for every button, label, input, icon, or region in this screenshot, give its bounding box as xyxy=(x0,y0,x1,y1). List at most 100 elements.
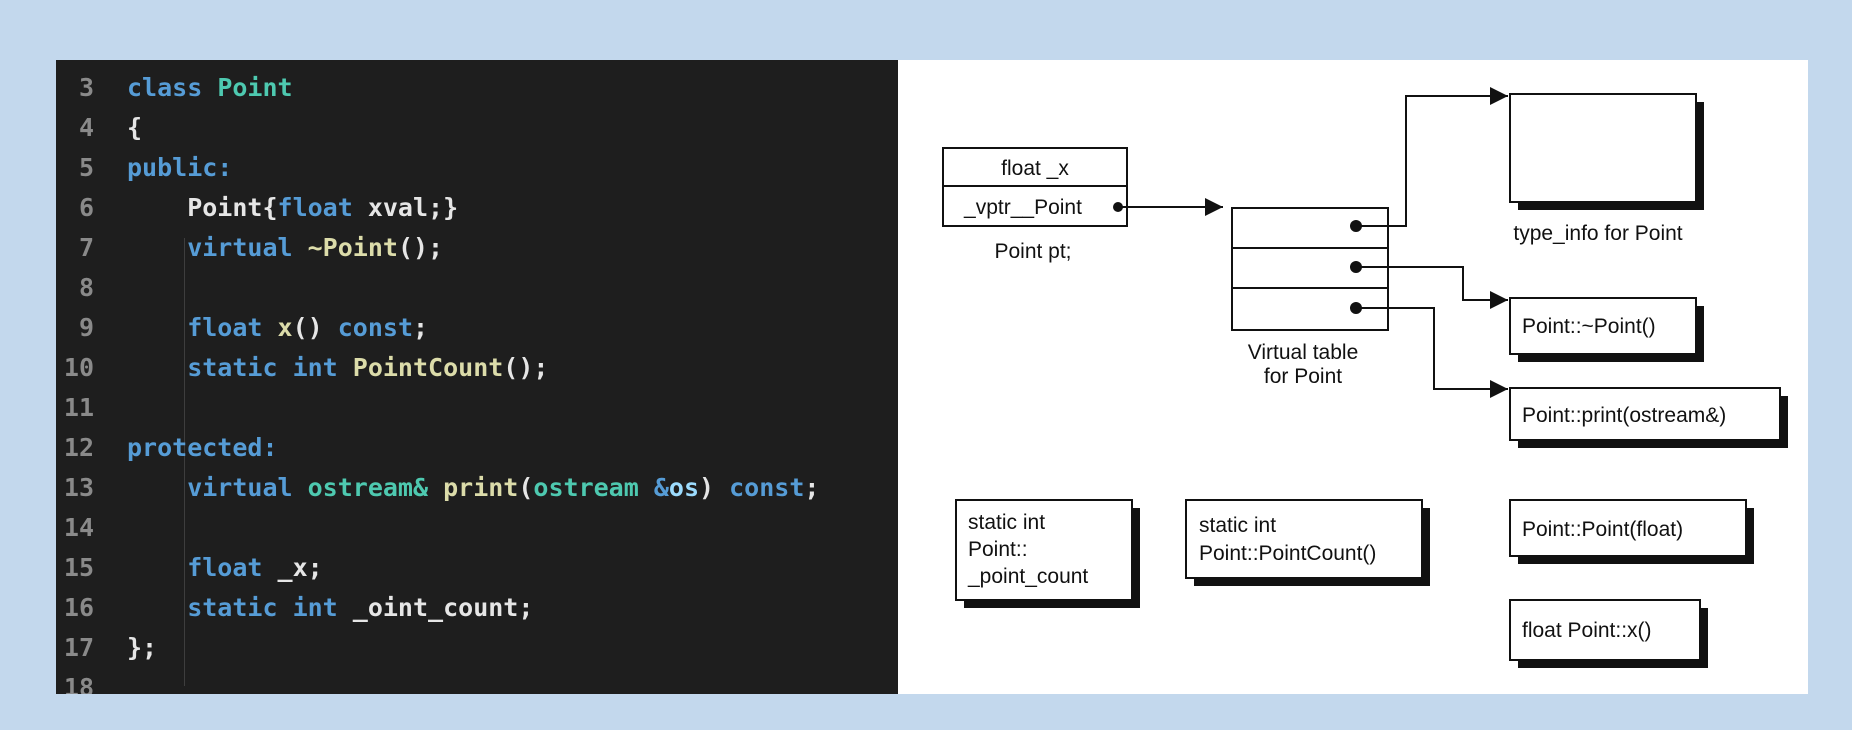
svg-text:static int: static int xyxy=(1199,514,1276,537)
code-line: 9 float x() const; xyxy=(56,308,898,348)
field-vptr: _vptr__Point xyxy=(963,196,1082,219)
code-line: 3 class Point xyxy=(56,68,898,108)
x-box: float Point::x() xyxy=(1509,599,1708,668)
code-token: & xyxy=(653,473,669,502)
svg-text:Point::Point(float): Point::Point(float) xyxy=(1522,518,1683,541)
line-number: 10 xyxy=(63,353,94,382)
svg-text:Point::PointCount(): Point::PointCount() xyxy=(1199,542,1376,565)
static-fn-box: static int Point::PointCount() xyxy=(1185,499,1430,586)
code-token: const xyxy=(337,313,413,342)
code-token: (); xyxy=(397,233,444,262)
dtor-arrow xyxy=(1356,266,1508,309)
code-line: 10 static int PointCount(); xyxy=(56,348,898,388)
code-token: ; xyxy=(804,473,820,502)
line-number: 3 xyxy=(78,73,94,102)
code-token: float xyxy=(277,193,353,222)
code-line: 4{ xyxy=(56,108,898,148)
code-token: virtual xyxy=(127,233,308,262)
code-token: Point{ xyxy=(127,193,278,222)
code-token: () xyxy=(292,313,338,342)
code-text: float _x; xyxy=(127,548,323,588)
svg-text:static int: static int xyxy=(968,511,1045,534)
code-token: x xyxy=(277,313,293,342)
code-line: 7 virtual ~Point(); xyxy=(56,228,898,268)
type-info-box: type_info for Point xyxy=(1509,93,1704,245)
code-token: public: xyxy=(127,153,233,182)
vtable-caption-line2: for Point xyxy=(1264,365,1342,388)
line-number: 18 xyxy=(63,673,94,694)
code-token: static int xyxy=(127,353,353,382)
svg-text:float Point::x(): float Point::x() xyxy=(1522,619,1652,642)
code-line: 18 xyxy=(56,668,898,694)
code-text: protected: xyxy=(127,428,278,468)
code-token: float xyxy=(127,313,278,342)
code-token: xval;} xyxy=(352,193,459,222)
ctor-box: Point::Point(float) xyxy=(1509,499,1754,564)
code-token: ( xyxy=(518,473,534,502)
code-line: 8 xyxy=(56,268,898,308)
code-text: virtual ~Point(); xyxy=(127,228,443,268)
line-number: 14 xyxy=(63,513,94,542)
vtable-caption-line1: Virtual table xyxy=(1248,341,1359,364)
code-token: const xyxy=(729,473,805,502)
code-line: 15 float _x; xyxy=(56,548,898,588)
code-token: ; xyxy=(413,313,429,342)
line-number: 5 xyxy=(78,153,94,182)
code-text: }; xyxy=(127,628,157,668)
code-line: 6 Point{float xval;} xyxy=(56,188,898,228)
static-count-box: static int Point:: _point_count xyxy=(955,499,1140,608)
code-token: _oint_count; xyxy=(352,593,534,622)
code-text: static int PointCount(); xyxy=(127,348,548,388)
code-token: class xyxy=(127,73,218,102)
print-arrow xyxy=(1356,307,1508,398)
line-number: 8 xyxy=(78,273,94,302)
line-number: 16 xyxy=(63,593,94,622)
code-token: os xyxy=(668,473,700,502)
code-token: virtual xyxy=(127,473,308,502)
indent-guide xyxy=(184,238,185,686)
line-number: 7 xyxy=(78,233,94,262)
line-number: 4 xyxy=(78,113,94,142)
code-token: ostream& xyxy=(307,473,444,502)
dtor-box: Point::~Point() xyxy=(1509,297,1704,362)
code-line: 14 xyxy=(56,508,898,548)
code-text: float x() const; xyxy=(127,308,428,348)
field-float-x: float _x xyxy=(1001,157,1069,180)
code-line: 11 xyxy=(56,388,898,428)
code-line: 5 public: xyxy=(56,148,898,188)
print-box: Point::print(ostream&) xyxy=(1509,387,1788,448)
code-token: static int xyxy=(127,593,353,622)
code-token: ~Point xyxy=(307,233,398,262)
line-number: 13 xyxy=(63,473,94,502)
code-text: class Point xyxy=(127,68,293,108)
svg-text:Point::: Point:: xyxy=(968,538,1028,561)
object-model-diagram: float _x _vptr__Point Point pt; Virtual … xyxy=(898,60,1808,694)
code-line: 12 protected: xyxy=(56,428,898,468)
code-text: { xyxy=(127,108,142,148)
line-number: 9 xyxy=(78,313,94,342)
code-line: 13 virtual ostream& print(ostream &os) c… xyxy=(56,468,898,508)
code-text: public: xyxy=(127,148,232,188)
line-number: 12 xyxy=(63,433,94,462)
svg-text:_point_count: _point_count xyxy=(967,565,1088,588)
line-number: 15 xyxy=(63,553,94,582)
code-token: Point xyxy=(217,73,293,102)
line-number: 6 xyxy=(78,193,94,222)
typeinfo-arrow xyxy=(1356,87,1508,227)
line-number: 11 xyxy=(63,393,94,422)
code-token: ostream xyxy=(533,473,654,502)
line-number: 17 xyxy=(63,633,94,662)
code-token: (); xyxy=(503,353,549,382)
code-text: Point{float xval;} xyxy=(127,188,458,228)
code-token: ) xyxy=(699,473,730,502)
point-object: float _x _vptr__Point Point pt; xyxy=(942,147,1128,263)
code-token: float xyxy=(127,553,278,582)
code-token: }; xyxy=(127,633,158,662)
code-token: PointCount xyxy=(352,353,504,382)
code-token: protected: xyxy=(127,433,278,462)
type-info-caption: type_info for Point xyxy=(1513,222,1682,245)
svg-text:Point::print(ostream&): Point::print(ostream&) xyxy=(1522,404,1726,427)
code-token: _x; xyxy=(277,553,323,582)
code-token: print xyxy=(443,473,519,502)
